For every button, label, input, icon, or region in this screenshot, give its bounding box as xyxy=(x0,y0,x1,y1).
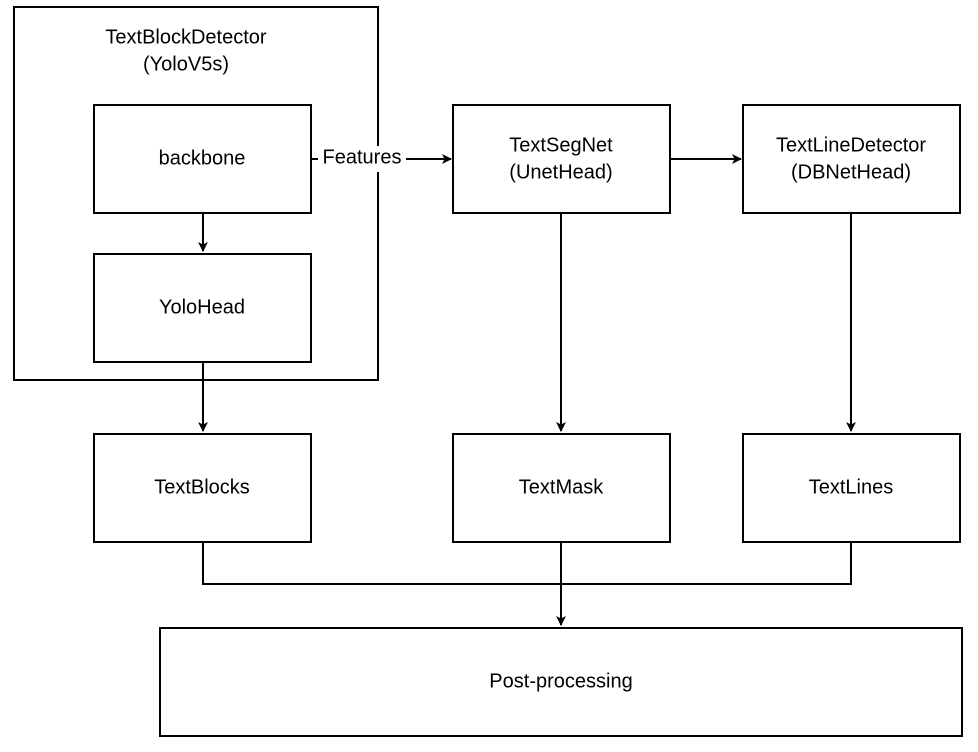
node-textsegnet-title: TextSegNet xyxy=(509,134,613,156)
node-textblocks-label: TextBlocks xyxy=(154,476,250,498)
node-postprocessing-label: Post-processing xyxy=(489,670,632,692)
node-backbone: backbone xyxy=(93,104,312,214)
node-textlinedetector: TextLineDetector (DBNetHead) xyxy=(742,104,961,214)
node-textsegnet-subtitle: (UnetHead) xyxy=(509,161,612,183)
edge-textlines-merge xyxy=(561,542,852,585)
node-backbone-label: backbone xyxy=(159,147,246,169)
node-yolohead-label: YoloHead xyxy=(159,296,245,318)
node-textlines-label: TextLines xyxy=(809,476,894,498)
group-title: TextBlockDetector xyxy=(105,26,267,48)
node-textmask: TextMask xyxy=(452,433,671,543)
edges xyxy=(198,154,856,626)
edge-textblocks-merge xyxy=(202,542,561,585)
textblockdetector-group: TextBlockDetector (YoloV5s) xyxy=(13,6,379,381)
node-yolohead: YoloHead xyxy=(93,253,312,363)
node-textsegnet: TextSegNet (UnetHead) xyxy=(452,104,671,214)
node-textmask-label: TextMask xyxy=(519,476,604,498)
features-edge-label: Features xyxy=(318,146,406,172)
node-textlinedetector-title: TextLineDetector xyxy=(776,134,926,156)
node-postprocessing: Post-processing xyxy=(159,627,963,737)
node-textlinedetector-subtitle: (DBNetHead) xyxy=(791,161,911,183)
node-textblocks: TextBlocks xyxy=(93,433,312,543)
group-subtitle: (YoloV5s) xyxy=(143,53,229,75)
node-textlines: TextLines xyxy=(742,433,961,543)
features-label: Features xyxy=(323,146,402,168)
